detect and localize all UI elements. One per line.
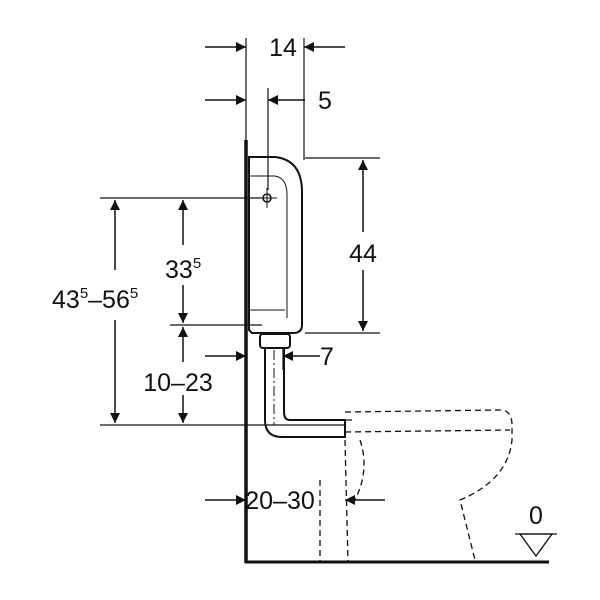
dim-total-a-sup: 5 — [80, 285, 88, 302]
floor-level-label: 0 — [529, 502, 543, 530]
dim-7-label: 7 — [320, 343, 334, 371]
cistern-outline — [248, 156, 303, 334]
dim-total-b-sup: 5 — [130, 285, 138, 302]
dim-total-a: 43 — [52, 286, 80, 314]
dim-20-30-label: 20–30 — [245, 487, 315, 515]
dim-total-b: –56 — [88, 286, 130, 314]
dim-14-label: 14 — [269, 34, 297, 62]
toilet-bowl-outline — [319, 409, 513, 563]
dim-total-label: 435–565 — [52, 285, 138, 314]
dim-33-main: 33 — [165, 256, 193, 284]
dim-33-5-label: 335 — [165, 255, 201, 284]
dim-5-label: 5 — [318, 87, 332, 115]
pipe-connector — [259, 333, 291, 349]
cistern-inner-line — [249, 175, 288, 318]
dim-44-label: 44 — [349, 240, 377, 268]
floor-level-triangle-icon — [518, 533, 554, 558]
dim-33-sup: 5 — [193, 255, 201, 272]
flush-pipe — [264, 348, 346, 438]
dim-10-23-label: 10–23 — [143, 369, 213, 397]
